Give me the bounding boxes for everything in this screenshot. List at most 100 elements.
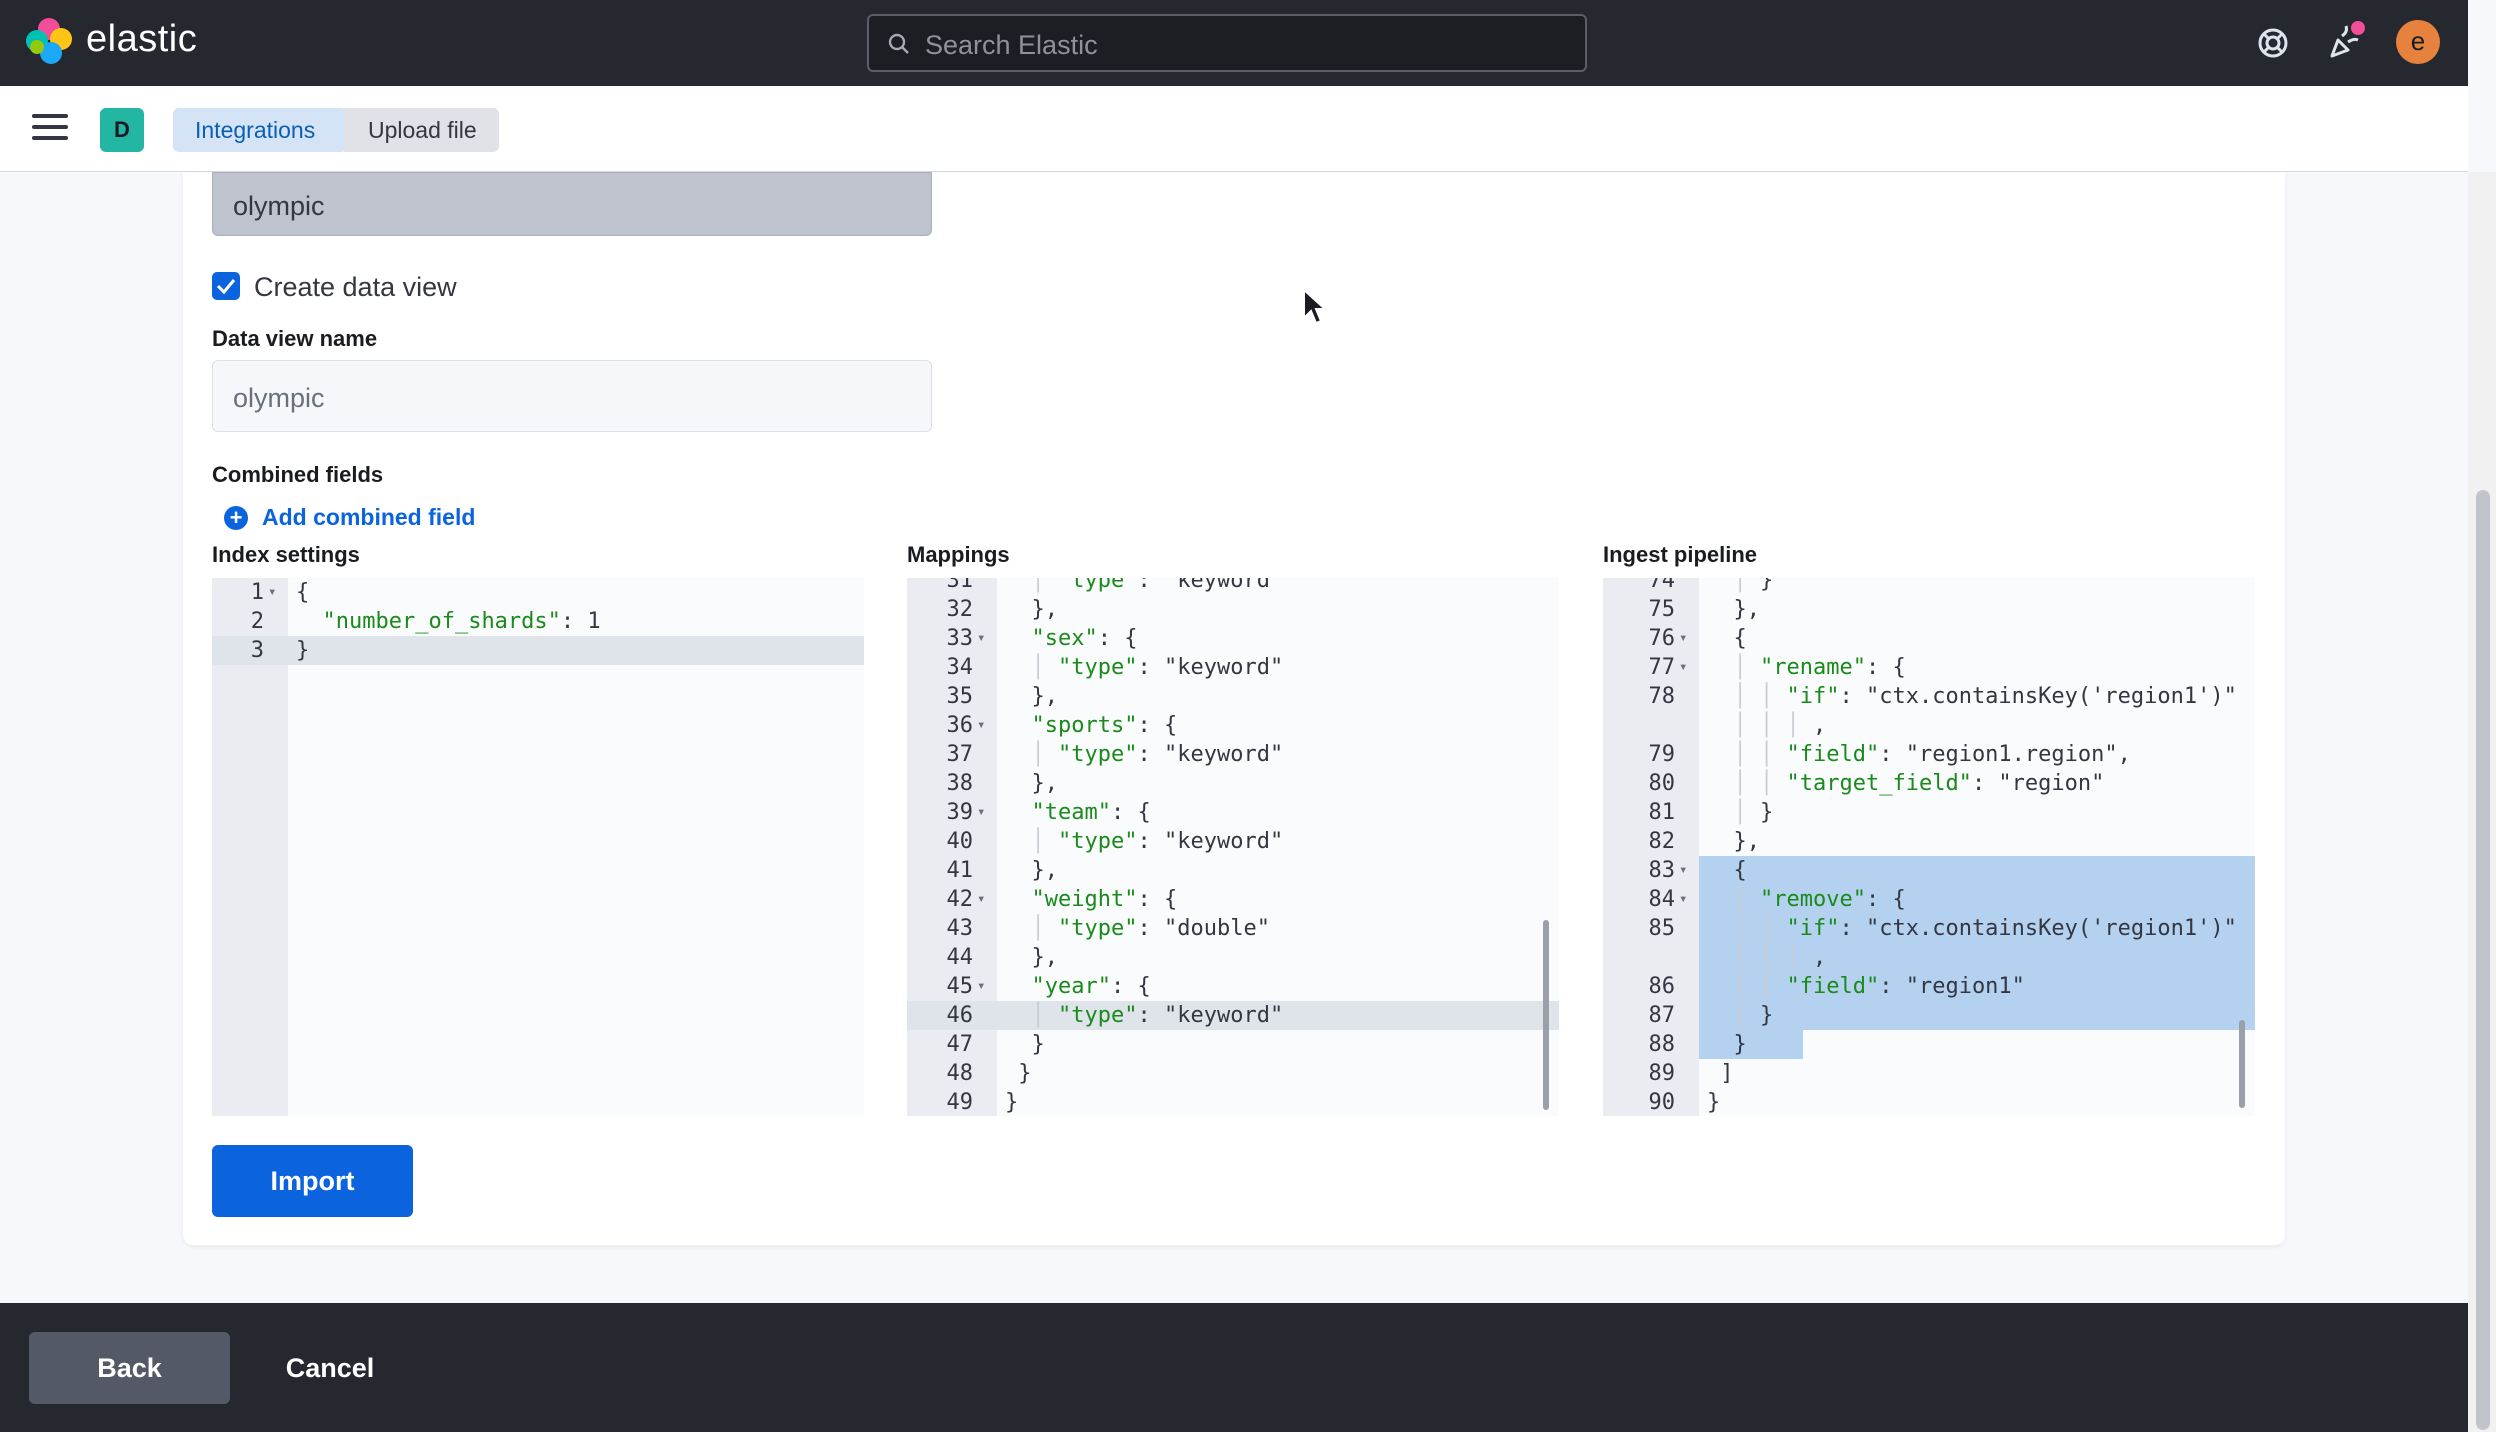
fold-arrow-icon[interactable]: ▾ [977, 891, 986, 907]
code-line: 37 │ "type": "keyword" [907, 740, 1559, 769]
line-number: 81 [1648, 800, 1676, 825]
code-line: 46 │ "type": "keyword" [907, 1001, 1559, 1030]
line-number: 46 [946, 1003, 974, 1028]
code-text: } [1005, 1090, 1019, 1115]
line-number: 83 [1648, 858, 1676, 883]
code-text: "sex": { [1031, 626, 1138, 651]
data-view-name-placeholder: olympic [233, 383, 325, 413]
code-text: } [1005, 1061, 1032, 1086]
search-icon [888, 33, 909, 54]
line-number: 36 [946, 713, 974, 738]
line-number: 78 [1648, 684, 1676, 709]
code-text: }, [1005, 858, 1058, 883]
code-line: 41 }, [907, 856, 1559, 885]
code-text: "weight": { [1031, 887, 1178, 912]
line-number: 42 [946, 887, 974, 912]
code-line: 42▾ "weight": { [907, 885, 1559, 914]
code-line: 82 }, [1603, 827, 2255, 856]
breadcrumb-upload-file: Upload file [344, 108, 499, 152]
code-line: 84▾ │ "remove": { [1603, 885, 2255, 914]
code-text: }, [1005, 684, 1058, 709]
line-number: 89 [1648, 1061, 1676, 1086]
line-number: 3 [250, 638, 264, 663]
code-line: 35 }, [907, 682, 1559, 711]
code-line: 44 }, [907, 943, 1559, 972]
code-text: │ } [1733, 800, 1774, 825]
line-number: 79 [1648, 742, 1676, 767]
line-number: 77 [1648, 655, 1676, 680]
code-line: 80 │ │ "target_field": "region" [1603, 769, 2255, 798]
code-line: 34 │ "type": "keyword" [907, 653, 1559, 682]
user-avatar[interactable]: e [2396, 20, 2440, 64]
ingest-pipeline-editor[interactable]: 74 │ }75 },76▾ {77▾ │ "rename": {78 │ │ … [1603, 578, 2255, 1116]
code-text: │ "type": "keyword" [1031, 742, 1284, 767]
data-view-name-input[interactable]: olympic [212, 360, 932, 432]
active-line-highlight [212, 636, 864, 665]
line-number: 34 [946, 655, 974, 680]
fold-arrow-icon[interactable]: ▾ [1679, 891, 1688, 907]
fold-arrow-icon[interactable]: ▾ [977, 978, 986, 994]
line-number: 39 [946, 800, 974, 825]
editor-scrollbar[interactable] [1543, 920, 1549, 1110]
code-line: 47 } [907, 1030, 1559, 1059]
code-text: ] [1707, 1061, 1734, 1086]
elastic-logo[interactable] [26, 18, 74, 66]
fold-arrow-icon[interactable]: ▾ [977, 804, 986, 820]
news-feed-icon[interactable] [2322, 20, 2368, 66]
plus-circle-icon: + [224, 506, 248, 530]
cancel-button[interactable]: Cancel [285, 1353, 375, 1383]
line-number: 1 [250, 580, 264, 605]
code-line: 89 ] [1603, 1059, 2255, 1088]
line-number: 38 [946, 771, 974, 796]
page-scrollbar-thumb[interactable] [2476, 490, 2490, 1430]
line-number: 75 [1648, 597, 1676, 622]
help-icon[interactable] [2250, 20, 2296, 66]
space-selector[interactable]: D [100, 108, 144, 152]
breadcrumb-bar: D Integrations Upload file [0, 86, 2468, 172]
code-text: │ } [1733, 1003, 1774, 1028]
code-text: │ "type": "keyword" [1031, 1003, 1284, 1028]
code-line: 87 │ } [1603, 1001, 2255, 1030]
mappings-title: Mappings [907, 542, 1010, 567]
line-number: 84 [1648, 887, 1676, 912]
editor-scrollbar[interactable] [2239, 1020, 2245, 1108]
mappings-editor[interactable]: 31 │ "type": "keyword"32 },33▾ "sex": {3… [907, 578, 1559, 1116]
create-data-view-checkbox[interactable] [212, 272, 240, 300]
search-input[interactable]: Search Elastic [867, 14, 1587, 72]
fold-arrow-icon[interactable]: ▾ [1679, 862, 1688, 878]
data-view-name-label: Data view name [212, 326, 378, 351]
code-text: │ "type": "double" [1031, 916, 1270, 941]
line-number: 49 [946, 1090, 974, 1115]
breadcrumb-integrations[interactable]: Integrations [173, 108, 362, 152]
index-settings-title: Index settings [212, 542, 360, 567]
back-button[interactable]: Back [29, 1332, 230, 1404]
code-text: │ "remove": { [1733, 887, 1906, 912]
code-text: } [1707, 1090, 1721, 1115]
import-button[interactable]: Import [212, 1145, 413, 1217]
line-number: 33 [946, 626, 974, 651]
code-line: 48 } [907, 1059, 1559, 1088]
line-number: 82 [1648, 829, 1676, 854]
line-number: 80 [1648, 771, 1676, 796]
code-text: }, [1707, 829, 1760, 854]
code-text: "team": { [1031, 800, 1151, 825]
menu-icon[interactable] [32, 114, 68, 144]
bottom-bar [0, 1303, 2468, 1432]
line-number: 74 [1648, 578, 1676, 593]
line-number: 45 [946, 974, 974, 999]
fold-arrow-icon[interactable]: ▾ [1679, 659, 1688, 675]
fold-arrow-icon[interactable]: ▾ [977, 630, 986, 646]
fold-arrow-icon[interactable]: ▾ [977, 717, 986, 733]
code-text: │ │ "field": "region1" [1733, 974, 2025, 999]
code-text: { [296, 580, 310, 605]
create-data-view-label[interactable]: Create data view [254, 272, 457, 302]
code-line: 38 }, [907, 769, 1559, 798]
line-number: 40 [946, 829, 974, 854]
code-text: │ │ "if": "ctx.containsKey('region1')" [1733, 684, 2237, 709]
fold-arrow-icon[interactable]: ▾ [268, 584, 277, 600]
code-text: │ │ │ , [1733, 713, 1827, 738]
line-number: 44 [946, 945, 974, 970]
index-name-value: olympic [233, 191, 325, 221]
fold-arrow-icon[interactable]: ▾ [1679, 630, 1688, 646]
